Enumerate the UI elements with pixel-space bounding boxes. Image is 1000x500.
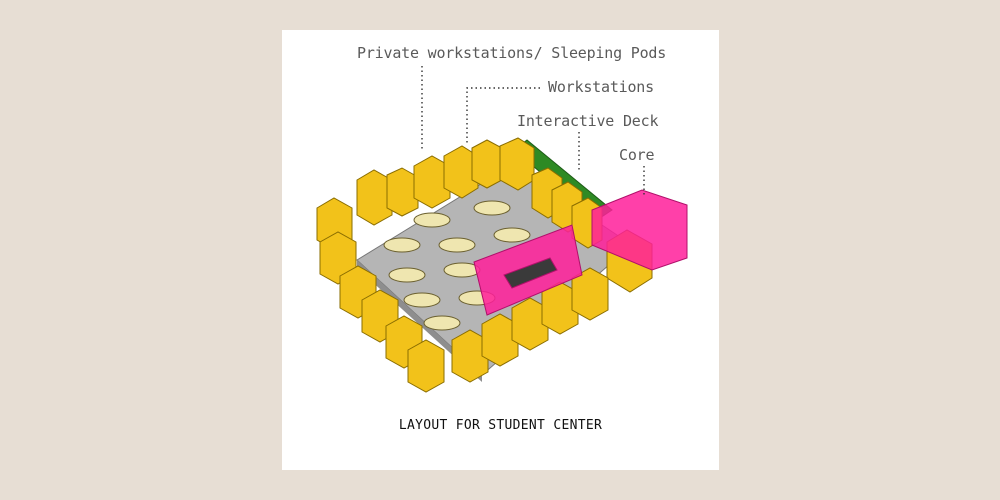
label-core: Core <box>619 146 655 164</box>
back-row-pods <box>356 137 535 226</box>
label-interactive-deck: Interactive Deck <box>517 112 659 130</box>
workstation-clusters <box>383 200 531 331</box>
core-volume <box>473 189 688 316</box>
front-row-pods <box>451 267 609 383</box>
diagram-caption: LAYOUT FOR STUDENT CENTER <box>398 418 603 433</box>
student-center-model <box>316 137 688 393</box>
leader-lines <box>421 66 645 195</box>
diagram-card: Private workstations/ Sleeping Pods Work… <box>282 30 719 470</box>
label-private-pods: Private workstations/ Sleeping Pods <box>357 44 667 62</box>
leader-workstations <box>466 87 540 145</box>
floor-slab-edge <box>357 260 482 382</box>
label-workstations: Workstations <box>548 78 654 96</box>
left-row-pods <box>316 197 445 393</box>
